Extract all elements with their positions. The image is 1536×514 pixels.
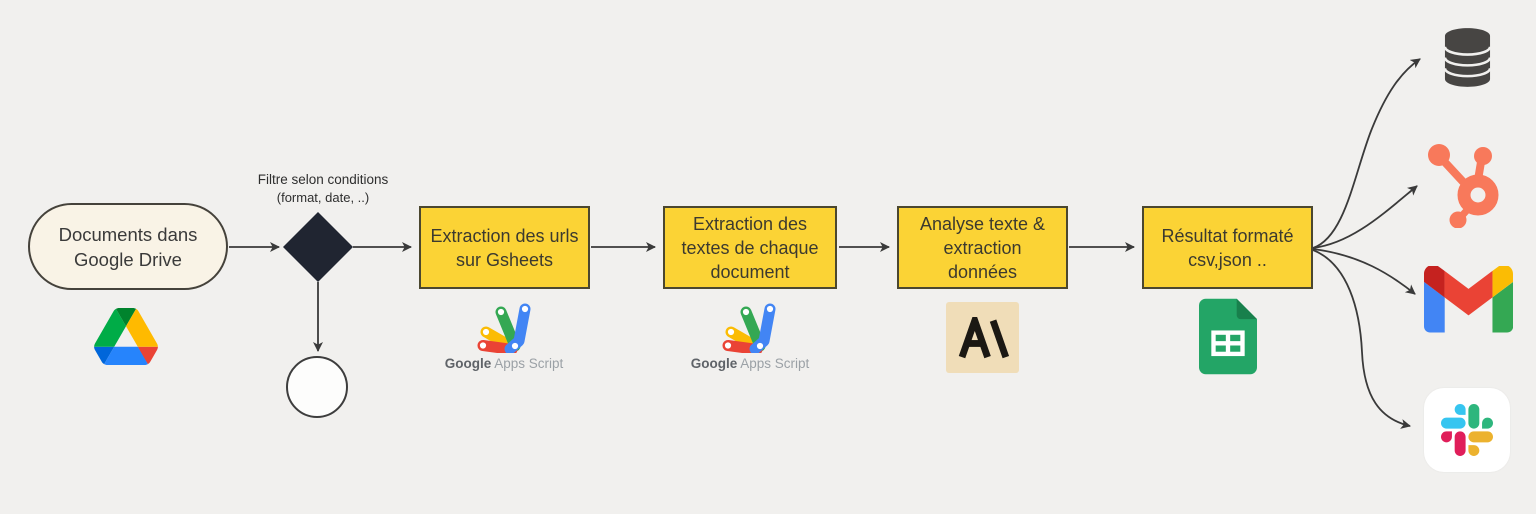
filter-label-line1: Filtre selon conditions <box>257 172 389 187</box>
google-drive-icon[interactable] <box>94 308 158 365</box>
hubspot-icon[interactable] <box>1425 140 1511 228</box>
apps-script-icon[interactable] <box>474 299 534 353</box>
filter-label-line2: (format, date, ..) <box>276 190 370 205</box>
connector-to-database <box>1312 58 1421 249</box>
connector-to-hubspot <box>1312 185 1418 249</box>
apps-script-caption: Google Apps Script <box>665 356 835 371</box>
node-step-extraction-textes[interactable]: Extraction des textes de chaque document <box>663 206 837 289</box>
google-sheets-icon[interactable] <box>1199 298 1257 375</box>
node-documents-google-drive[interactable]: Documents dans Google Drive <box>28 203 228 290</box>
apps-script-icon[interactable] <box>719 299 779 353</box>
node-step-extraction-urls[interactable]: Extraction des urls sur Gsheets <box>419 206 590 289</box>
node-filter-diamond[interactable] <box>283 212 353 282</box>
caption-google: Google <box>444 356 492 371</box>
connector-to-gmail <box>1312 248 1416 295</box>
node-step-resultat-formate[interactable]: Résultat formaté csv,json .. <box>1142 206 1313 289</box>
caption-google: Google <box>690 356 738 371</box>
node-step-analyse-texte[interactable]: Analyse texte & extraction données <box>897 206 1068 289</box>
anthropic-icon[interactable] <box>946 302 1019 373</box>
apps-script-caption: Google Apps Script <box>419 356 589 371</box>
slack-icon[interactable] <box>1424 388 1510 472</box>
connector-to-slack <box>1312 249 1411 429</box>
filter-label: Filtre selon conditions (format, date, .… <box>233 171 413 206</box>
node-end-circle[interactable] <box>286 356 348 418</box>
database-icon[interactable] <box>1443 26 1492 89</box>
caption-apps-script: Apps Script <box>737 356 810 371</box>
gmail-icon[interactable] <box>1424 266 1513 333</box>
caption-apps-script: Apps Script <box>491 356 564 371</box>
